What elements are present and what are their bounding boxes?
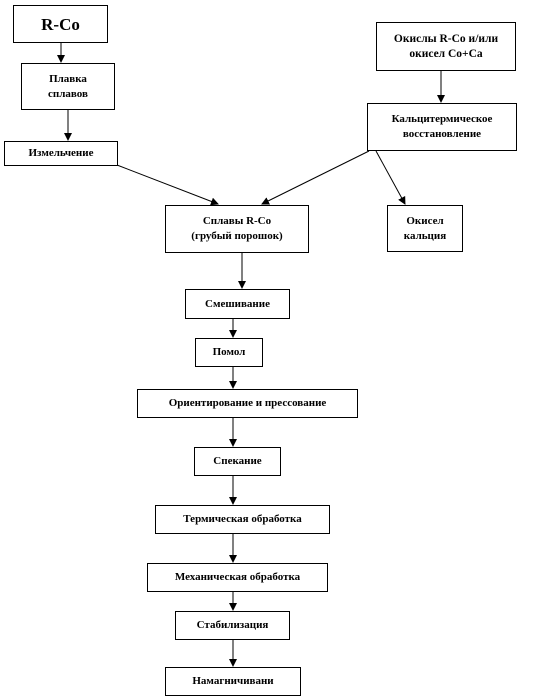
node-oxides-line2: окисел Co+Ca <box>409 47 483 60</box>
node-grinding: Измельчение <box>4 141 118 166</box>
node-caox-line2: кальция <box>403 229 447 242</box>
node-calcio: Кальцитермическое восстановление <box>367 103 517 151</box>
node-rco: R-Co <box>13 5 108 43</box>
node-orienting: Ориентирование и прессование <box>137 389 358 418</box>
node-sintering-label: Спекание <box>213 455 262 467</box>
node-melting: Плавка сплавов <box>21 63 115 110</box>
node-magnetization: Намагничивани <box>165 667 301 696</box>
arrow-calcio-to-caox <box>375 150 406 205</box>
node-caox: Окисел кальция <box>387 205 463 252</box>
node-calcio-line1: Кальцитермическое <box>391 113 493 125</box>
node-milling: Помол <box>195 338 263 367</box>
node-machining-label: Механическая обработка <box>174 571 301 583</box>
node-mixing-label: Смешивание <box>205 297 270 310</box>
node-rco-label: R-Co <box>41 14 80 34</box>
node-machining: Механическая обработка <box>147 563 328 592</box>
node-grinding-label: Измельчение <box>28 147 94 159</box>
node-stabilization: Стабилизация <box>175 611 290 640</box>
node-stabilization-label: Стабилизация <box>196 619 269 631</box>
node-milling-label: Помол <box>212 346 246 358</box>
node-oxides-line1: Окислы R-Co и/или <box>393 32 499 45</box>
node-melting-line1: Плавка <box>49 72 87 85</box>
node-calcio-line2: восстановление <box>402 128 482 140</box>
node-oxides: Окислы R-Co и/или окисел Co+Ca <box>376 22 516 71</box>
node-alloys: Сплавы R-Co (грубый порошок) <box>165 205 309 253</box>
node-sintering: Спекание <box>194 447 281 476</box>
node-alloys-line2: (грубый порошок) <box>191 230 283 242</box>
node-heat-treatment-label: Термическая обработка <box>183 513 302 525</box>
node-heat-treatment: Термическая обработка <box>155 505 330 534</box>
arrow-calcio-to-alloys <box>261 150 370 205</box>
node-alloys-line1: Сплавы R-Co <box>202 215 272 227</box>
node-magnetization-label: Намагничивани <box>192 675 274 687</box>
node-melting-line2: сплавов <box>48 87 88 100</box>
arrow-grinding-to-alloys <box>116 164 219 206</box>
node-mixing: Смешивание <box>185 289 290 319</box>
node-orienting-label: Ориентирование и прессование <box>168 397 327 409</box>
node-caox-line1: Окисел <box>406 214 444 227</box>
